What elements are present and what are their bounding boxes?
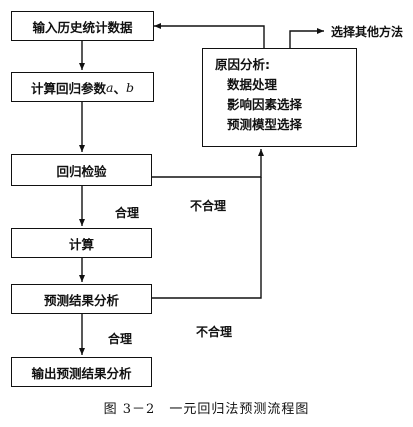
arrow-cause-to-input <box>154 23 265 48</box>
analyze-result-box: 预测结果分析 <box>11 284 152 314</box>
cause-analysis-title: 原因分析: <box>215 57 270 72</box>
compute-box: 计算 <box>11 228 152 258</box>
reasonable-label-2: 合理 <box>108 332 133 346</box>
analyze-result-label: 预测结果分析 <box>43 292 119 308</box>
regression-test-label: 回归检验 <box>56 163 107 179</box>
choose-other-method-label: 选择其他方法 <box>331 25 404 39</box>
output-result-box: 输出预测结果分析 <box>11 357 152 387</box>
output-result-label: 输出预测结果分析 <box>31 365 132 381</box>
arrow-cause-to-other <box>289 28 324 48</box>
arrow-test-unreasonable <box>152 149 264 178</box>
input-data-label: 输入历史统计数据 <box>32 19 133 35</box>
regression-test-box: 回归检验 <box>11 154 152 186</box>
param-a: a <box>106 79 114 95</box>
cause-item-factors: 影响因素选择 <box>227 97 303 112</box>
cause-item-data: 数据处理 <box>227 77 278 92</box>
figure-caption: 图 3－2 一元回归法预测流程图 <box>103 402 310 417</box>
input-data-box: 输入历史统计数据 <box>11 11 154 41</box>
calc-params-label: 计算回归参数 <box>31 80 107 96</box>
param-separator: 、 <box>113 80 126 96</box>
unreasonable-label-2: 不合理 <box>196 325 233 339</box>
unreasonable-label-1: 不合理 <box>190 199 227 213</box>
reasonable-label-1: 合理 <box>115 206 140 220</box>
arrow-analyze-unreasonable <box>152 177 262 299</box>
cause-item-model: 预测模型选择 <box>227 117 303 132</box>
cause-analysis-box: 原因分析: 数据处理 影响因素选择 预测模型选择 <box>202 48 357 147</box>
param-b: b <box>125 79 134 95</box>
compute-label: 计算 <box>68 236 94 252</box>
